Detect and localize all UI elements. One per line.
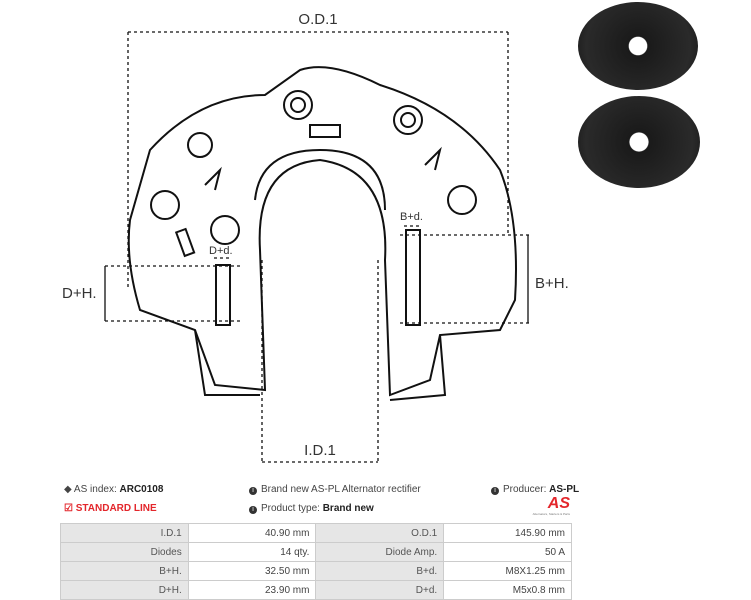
spec-value: 50 A — [443, 542, 572, 562]
spec-value: 14 qty. — [187, 542, 317, 562]
spec-value: M8X1.25 mm — [443, 561, 572, 581]
spec-value: M5x0.8 mm — [443, 580, 572, 600]
rectifier-diagram: O.D.1 I.D.1 D+H. B+H. B+d. D+d. — [62, 11, 569, 463]
info-icon: i — [491, 487, 499, 495]
product-photo-bottom — [578, 96, 700, 188]
spec-value: 23.90 mm — [187, 580, 317, 600]
spec-value: 32.50 mm — [187, 561, 317, 581]
od-label: O.D.1 — [298, 11, 337, 28]
spec-label: Diodes — [60, 542, 189, 562]
id-label: I.D.1 — [304, 442, 336, 459]
dd-label: D+d. — [209, 245, 233, 257]
product-photo-top — [578, 2, 698, 90]
checkbox-icon: ☑ — [64, 503, 76, 514]
spec-label: B+H. — [60, 561, 189, 581]
spec-label: I.D.1 — [60, 523, 189, 543]
spec-value: 40.90 mm — [187, 523, 317, 543]
spec-label: O.D.1 — [315, 523, 445, 543]
tag-icon: ◆ — [64, 484, 74, 495]
bh-label: B+H. — [535, 275, 569, 292]
as-index: ◆ AS index: ARC0108 — [64, 484, 164, 495]
spec-value: 145.90 mm — [443, 523, 572, 543]
info-icon: i — [249, 506, 257, 514]
spec-label: B+d. — [315, 561, 445, 581]
bd-label: B+d. — [400, 211, 423, 223]
spec-label: D+H. — [60, 580, 189, 600]
info-icon: i — [249, 487, 257, 495]
spec-label: Diode Amp. — [315, 542, 445, 562]
standard-line-badge: ☑ STANDARD LINE — [64, 503, 157, 514]
dh-label: D+H. — [62, 285, 97, 302]
spec-label: D+d. — [315, 580, 445, 600]
as-pl-logo: AS Alternators, Starters & Parts — [532, 495, 570, 517]
